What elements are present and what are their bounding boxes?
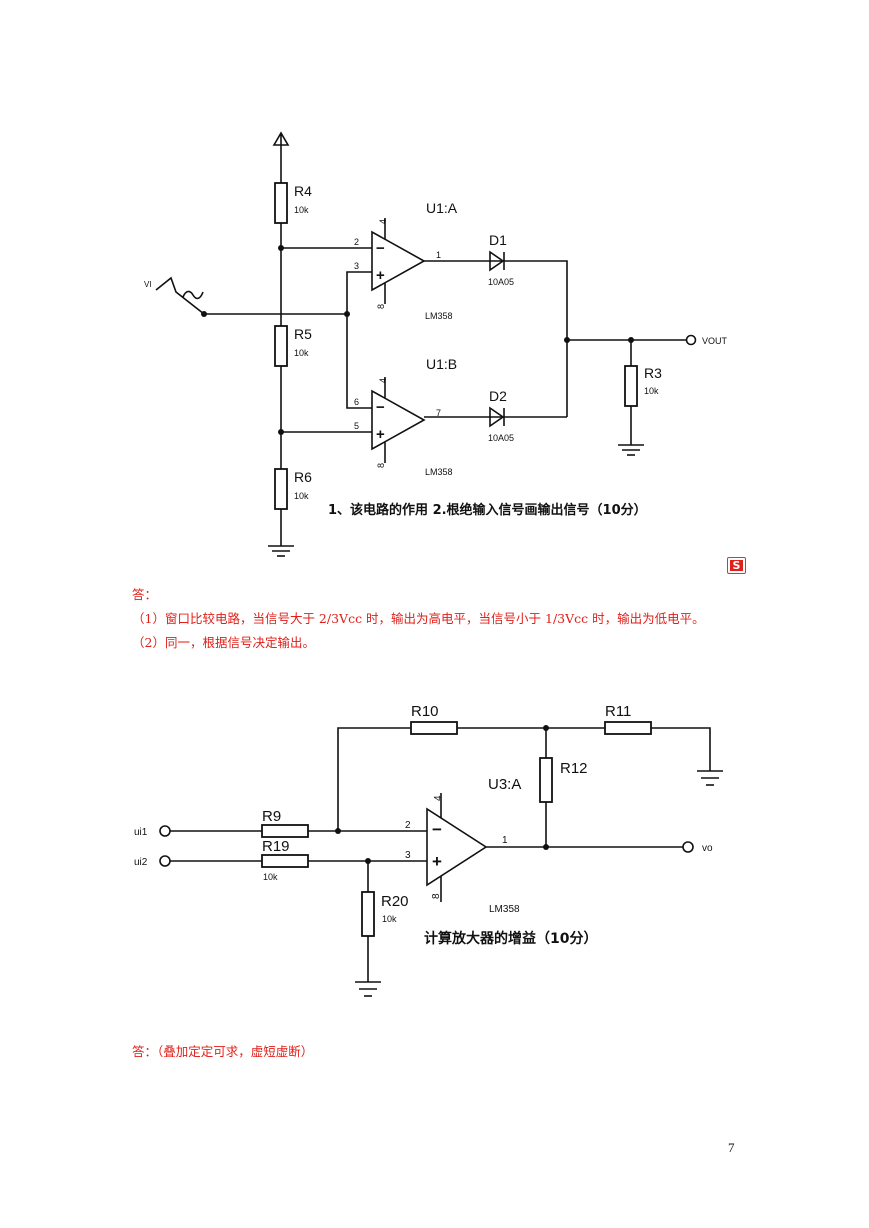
u1a-pin-out: 1 <box>436 250 441 260</box>
u3a-minus-sign: − <box>432 820 442 839</box>
d1-value: 10A05 <box>488 277 514 287</box>
opamp-u1b <box>371 389 426 451</box>
r5-value: 10k <box>294 348 309 358</box>
answer1-line2: （2）同一，根据信号决定输出。 <box>132 635 315 650</box>
u3a-pin-minus: 2 <box>405 820 411 831</box>
r20-label: R20 <box>381 893 409 910</box>
summing-amplifier-circuit: ui1 R9 ui2 R19 10k R10 R11 R12 <box>134 703 723 997</box>
vi-label: VI <box>144 280 152 289</box>
u1a-plus-sign: + <box>376 267 385 284</box>
ui2-label: ui2 <box>134 857 148 868</box>
r4-label: R4 <box>294 183 312 199</box>
window-comparator-circuit: R4 10k R5 10k R6 10k VI <box>144 131 728 557</box>
vout-terminal <box>685 334 697 346</box>
u3a-pin-plus: 3 <box>405 850 411 861</box>
u1b-minus-sign: − <box>376 399 385 416</box>
opamp-u3a <box>426 807 488 887</box>
r19-label: R19 <box>262 838 290 855</box>
r20-value: 10k <box>382 914 397 924</box>
vcc-arrow-symbol <box>272 131 290 146</box>
page-number: 7 <box>728 1140 735 1155</box>
d1-label: D1 <box>489 232 507 248</box>
r9-label: R9 <box>262 808 281 825</box>
r4-value: 10k <box>294 205 309 215</box>
answer1-line1: （1）窗口比较电路，当信号大于 2/3Vcc 时，输出为高电平，当信号小于 1/… <box>132 611 705 626</box>
r11-label: R11 <box>605 703 631 720</box>
u1b-pin-out: 7 <box>436 408 441 418</box>
diode-d1 <box>489 250 505 272</box>
vo-label: vo <box>702 843 713 854</box>
u3a-pin-bottom: 8 <box>431 893 442 899</box>
u1a-pin-bottom: 8 <box>376 304 386 309</box>
r10-label: R10 <box>411 703 439 720</box>
d2-label: D2 <box>489 388 507 404</box>
question-2: 计算放大器的增益（10分） <box>424 930 597 947</box>
opamp-u1a <box>371 230 426 292</box>
r6-label: R6 <box>294 469 312 485</box>
u3a-pin-top: 4 <box>433 795 444 801</box>
resistor-r4 <box>274 182 288 224</box>
resistor-r10 <box>410 721 458 735</box>
vo-terminal <box>682 841 694 853</box>
vout-label: VOUT <box>702 336 728 346</box>
r5-label: R5 <box>294 326 312 342</box>
resistor-r11 <box>604 721 652 735</box>
u3a-label: U3:A <box>488 776 521 793</box>
u1a-pin-plus: 3 <box>354 261 359 271</box>
ui1-terminal <box>159 825 171 837</box>
u1a-pin-top: 4 <box>378 219 388 224</box>
u1a-pin-minus: 2 <box>354 237 359 247</box>
ac-source-icon <box>155 276 205 315</box>
resistor-r5 <box>274 325 288 367</box>
u1b-pin-top: 4 <box>378 378 388 383</box>
ground-symbol <box>268 545 294 557</box>
r19-value: 10k <box>263 872 278 882</box>
resistor-r12 <box>539 757 553 803</box>
u3a-plus-sign: + <box>432 852 442 871</box>
sogou-logo-icon: S <box>727 557 746 574</box>
ui1-label: ui1 <box>134 827 148 838</box>
u1a-part: LM358 <box>425 311 453 321</box>
resistor-r9 <box>261 824 309 838</box>
answer1-heading: 答： <box>132 587 158 602</box>
r3-value: 10k <box>644 386 659 396</box>
ground-symbol-r3 <box>618 444 644 456</box>
ui2-terminal <box>159 855 171 867</box>
d2-value: 10A05 <box>488 433 514 443</box>
u1a-label: U1:A <box>426 200 458 216</box>
u1b-part: LM358 <box>425 467 453 477</box>
u3a-part: LM358 <box>489 904 520 915</box>
resistor-r3 <box>624 365 638 407</box>
answer2: 答：（叠加定定可求，虚短虚断） <box>132 1044 314 1059</box>
u1b-plus-sign: + <box>376 426 385 443</box>
r6-value: 10k <box>294 491 309 501</box>
r3-label: R3 <box>644 365 662 381</box>
diode-d2 <box>489 406 505 428</box>
resistor-r6 <box>274 468 288 510</box>
resistor-r19 <box>261 854 309 868</box>
ground-symbol-r11 <box>697 770 723 786</box>
u1a-minus-sign: − <box>376 240 385 257</box>
u1b-pin-plus: 5 <box>354 421 359 431</box>
u3a-pin-out: 1 <box>502 835 508 846</box>
r12-label: R12 <box>560 760 588 777</box>
question-1: 1、该电路的作用 2.根绝输入信号画输出信号（10分） <box>328 502 647 518</box>
u1b-label: U1:B <box>426 356 457 372</box>
resistor-r20 <box>361 891 375 937</box>
ground-symbol-r20 <box>355 981 381 997</box>
u1b-pin-minus: 6 <box>354 397 359 407</box>
u1b-pin-bottom: 8 <box>376 463 386 468</box>
